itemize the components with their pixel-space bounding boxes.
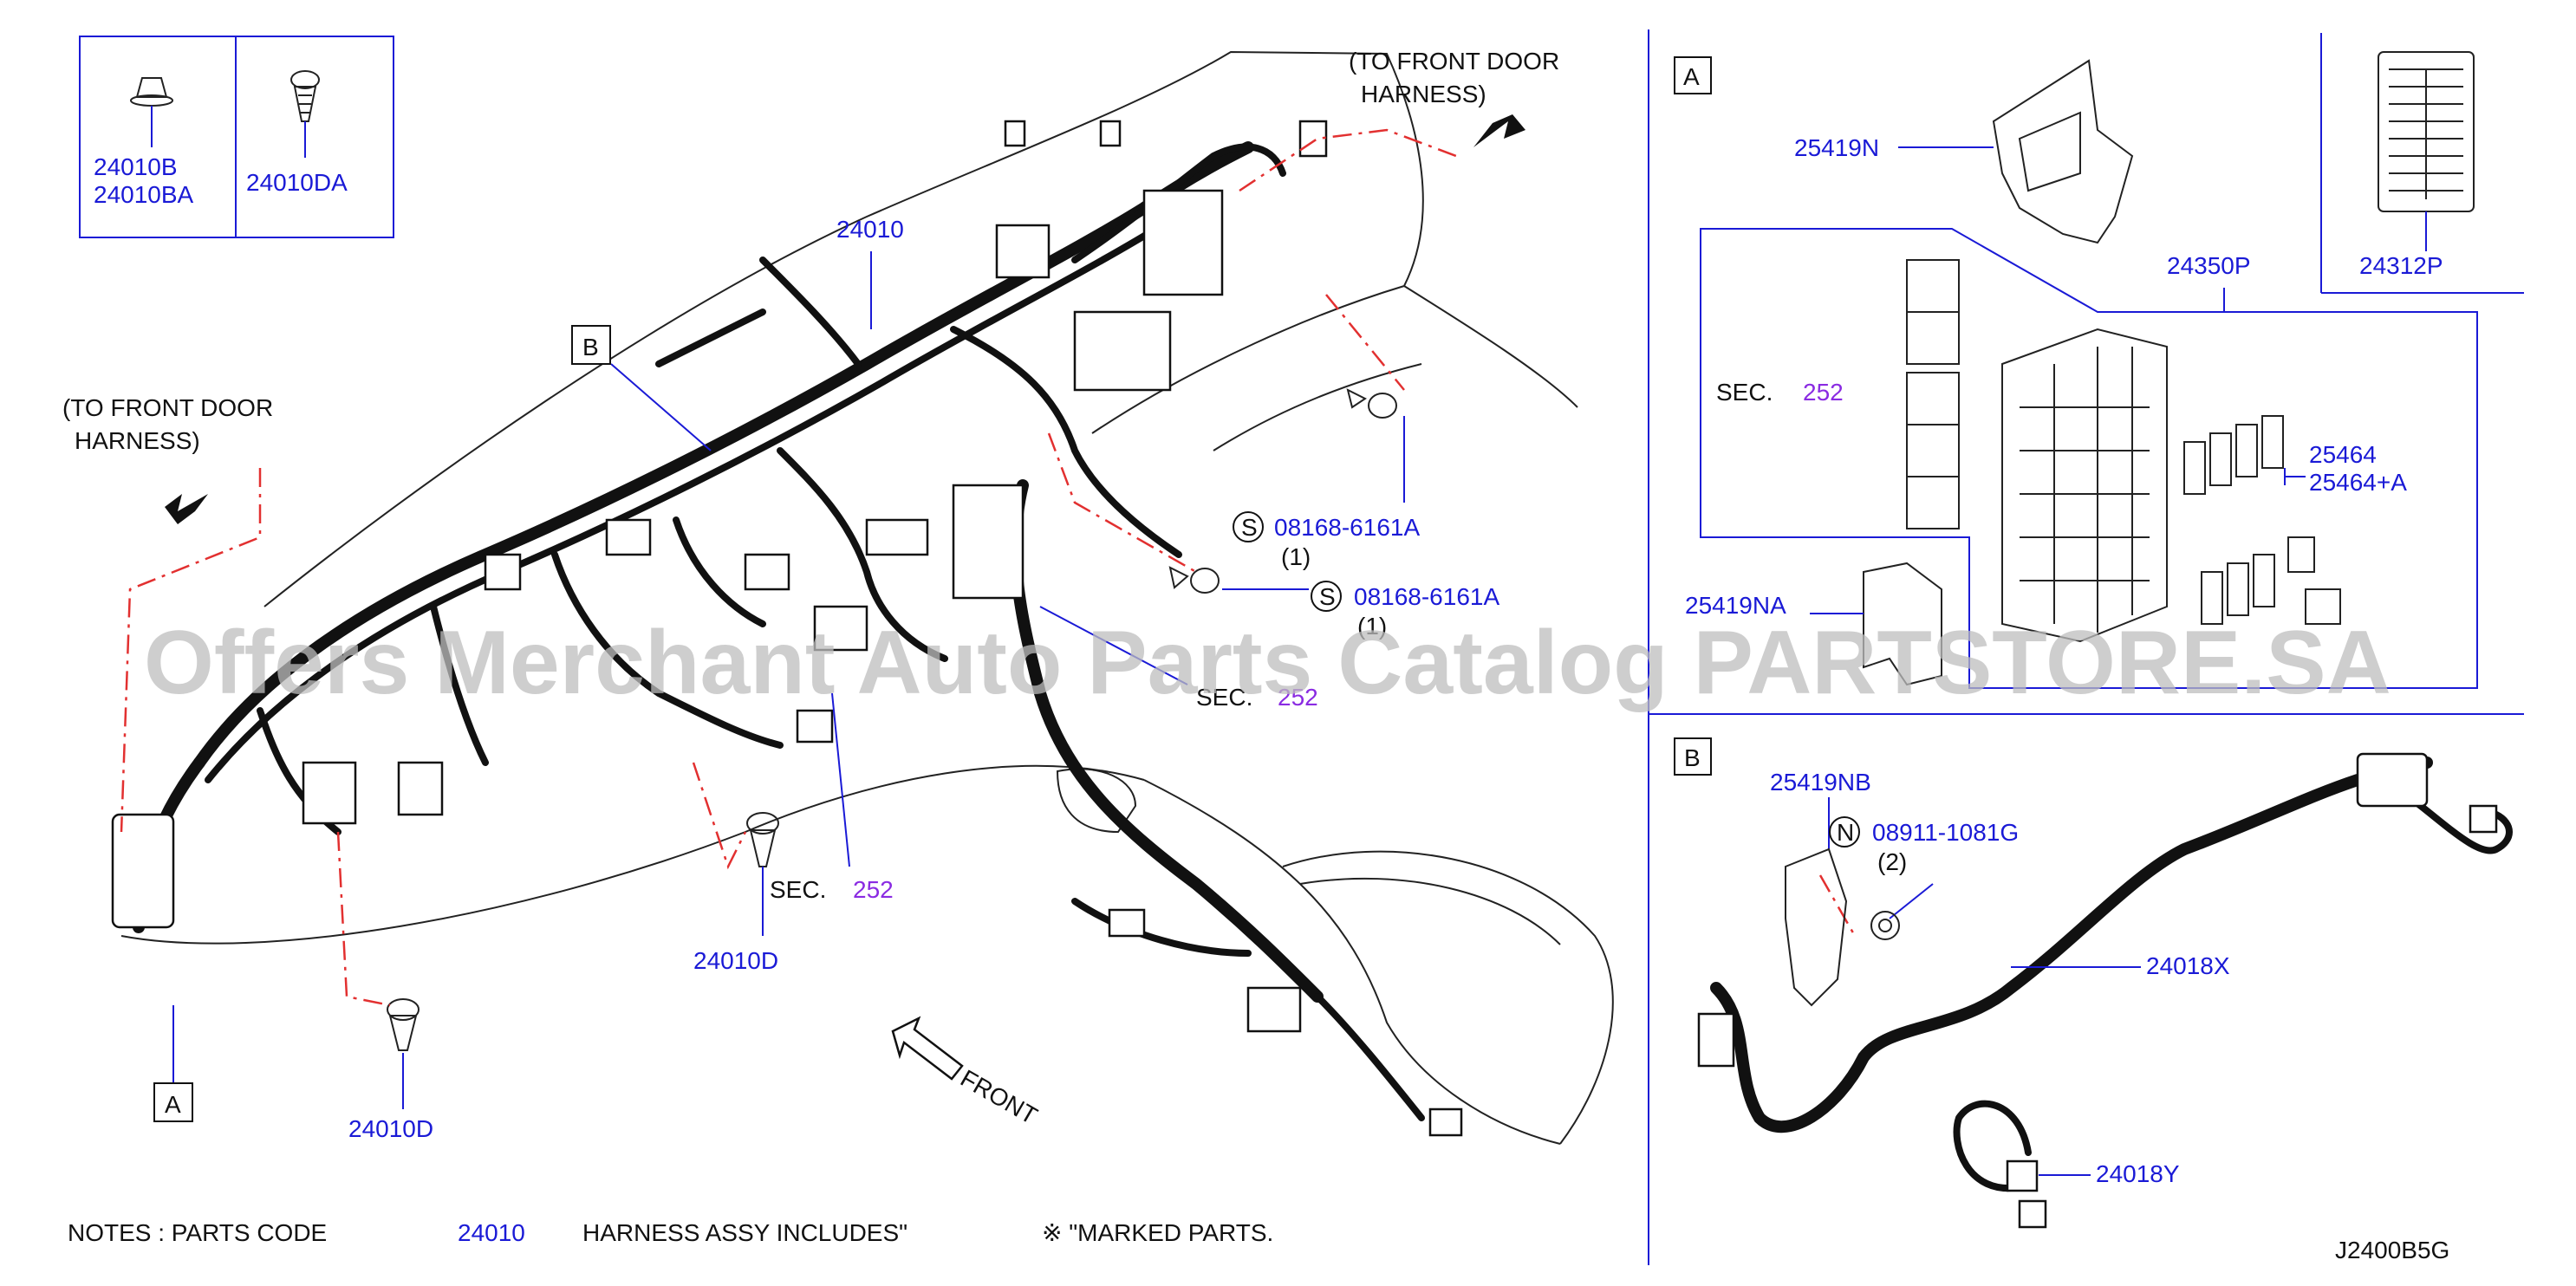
dashboard-outline: [120, 50, 1614, 1145]
clip-inset: 24010B 24010BA 24010DA: [79, 36, 394, 238]
main-clips: [387, 388, 1397, 1051]
panel-a-sec-num: 252: [1803, 379, 1844, 406]
panel-b-tag-box: [1674, 737, 1712, 776]
part-08168-1-label: 08168-6161A: [1274, 514, 1420, 541]
arrow-right-door-icon: [1473, 114, 1525, 147]
panel-b-tag: B: [1684, 744, 1701, 771]
n-symbol-icon: [1829, 816, 1860, 848]
bolt-08168-lower-icon: [1168, 566, 1220, 594]
part-24010da-label: 24010DA: [246, 169, 348, 196]
part-24010b-label: 24010B: [94, 153, 178, 180]
s-symbol-1: S: [1241, 514, 1258, 541]
callout-a-box: [153, 1082, 193, 1122]
part-25464-label: 25464: [2309, 441, 2377, 468]
harness-connectors: [111, 120, 1463, 1137]
relay-stack-icon: [1906, 259, 1960, 529]
part-24312p-label: 24312P: [2359, 252, 2443, 279]
notes-code: 24010: [458, 1219, 525, 1246]
connector-24018y-icon: [2006, 1159, 2039, 1192]
panel-a-sec-text: SEC.: [1716, 379, 1773, 406]
watermark-text: Offers Merchant Auto Parts Catalog PARTS…: [144, 613, 2391, 713]
main-leader-lines: [172, 251, 1405, 1109]
callout-a-label: A: [165, 1091, 181, 1118]
arrow-left-door-icon: [165, 494, 208, 524]
label-sheet-24312p-icon: [2378, 51, 2475, 212]
qty-2-label: (1): [1357, 613, 1387, 640]
n-symbol: N: [1837, 819, 1854, 846]
s-symbol-2-icon: [1311, 581, 1342, 612]
part-25419n-label: 25419N: [1794, 134, 1879, 161]
part-24010ba-label: 24010BA: [94, 181, 194, 208]
part-24010-label: 24010: [836, 216, 904, 243]
part-24010d-1-label: 24010D: [693, 947, 778, 974]
diagram-id: J2400B5G: [2335, 1237, 2449, 1263]
to-front-door-left-1: (TO FRONT DOOR: [62, 394, 273, 421]
phantom-lines: [120, 128, 1857, 1007]
notes-text-1: NOTES : PARTS CODE: [68, 1219, 327, 1246]
part-08168-2-label: 08168-6161A: [1354, 583, 1499, 610]
panel-b: B 25419NB N 08911-1081G (2) 24018X 24018…: [1674, 737, 2513, 1229]
s-symbol-2: S: [1319, 583, 1336, 610]
qty-08911-label: (2): [1877, 848, 1907, 875]
connector-24018x-icon: [2356, 752, 2429, 808]
panel-a-tag: A: [1683, 63, 1700, 90]
fuse-set-25464-icon: [2183, 415, 2341, 625]
fuse-block-24350p-icon: [2001, 328, 2168, 643]
callout-b-label: B: [582, 334, 599, 360]
callout-b-box: [571, 325, 611, 365]
to-front-door-right-1: (TO FRONT DOOR: [1349, 48, 1559, 75]
part-24350p-label: 24350P: [2167, 252, 2251, 279]
sec-text-1: SEC.: [1196, 684, 1252, 711]
screw-24010da-icon: [290, 70, 320, 158]
panel-a-tag-box: [1674, 56, 1712, 94]
notes-text-3: ※ "MARKED PARTS.: [1042, 1219, 1273, 1246]
part-25464a-label: 25464+A: [2309, 469, 2407, 496]
notes-text-2: HARNESS ASSY INCLUDES": [582, 1219, 907, 1246]
part-24018x-label: 24018X: [2146, 952, 2230, 979]
to-front-door-left-2: HARNESS): [75, 427, 200, 454]
bracket-25419n-icon: [1992, 59, 2134, 244]
screw-24010d-lower-icon: [387, 998, 420, 1051]
part-08911-label: 08911-1081G: [1872, 819, 2019, 846]
to-front-door-right-2: HARNESS): [1361, 81, 1486, 107]
s-symbol-1-icon: [1233, 511, 1264, 542]
panel-a: A 25419N 24312P 24350P: [1674, 33, 2524, 689]
part-24018y-label: 24018Y: [2096, 1160, 2180, 1187]
screw-24010d-icon: [746, 812, 779, 867]
part-25419nb-label: 25419NB: [1770, 769, 1871, 796]
front-label: FRONT: [956, 1064, 1042, 1129]
part-24010d-2-label: 24010D: [348, 1115, 433, 1142]
clip-24010b-icon: [130, 77, 173, 147]
front-arrow-icon: [891, 1016, 964, 1081]
part-25419na-label: 25419NA: [1685, 592, 1786, 619]
sec-text-2: SEC.: [770, 876, 826, 903]
bracket-25419na-icon: [1863, 562, 1942, 686]
bolt-08168-icon: [1346, 388, 1397, 419]
main-labels: (TO FRONT DOOR HARNESS) (TO FRONT DOOR H…: [62, 48, 2449, 1263]
fuse-block-frame: [1700, 228, 2478, 689]
bracket-25419nb-icon: [1785, 848, 1848, 1007]
sec-num-1: 252: [1278, 684, 1318, 711]
nut-08911-icon: [1870, 911, 1900, 940]
qty-1-label: (1): [1281, 543, 1311, 570]
sec-num-2: 252: [853, 876, 894, 903]
harness-24018y: [1953, 1100, 2032, 1192]
harness-24018x: [1710, 757, 2433, 1133]
